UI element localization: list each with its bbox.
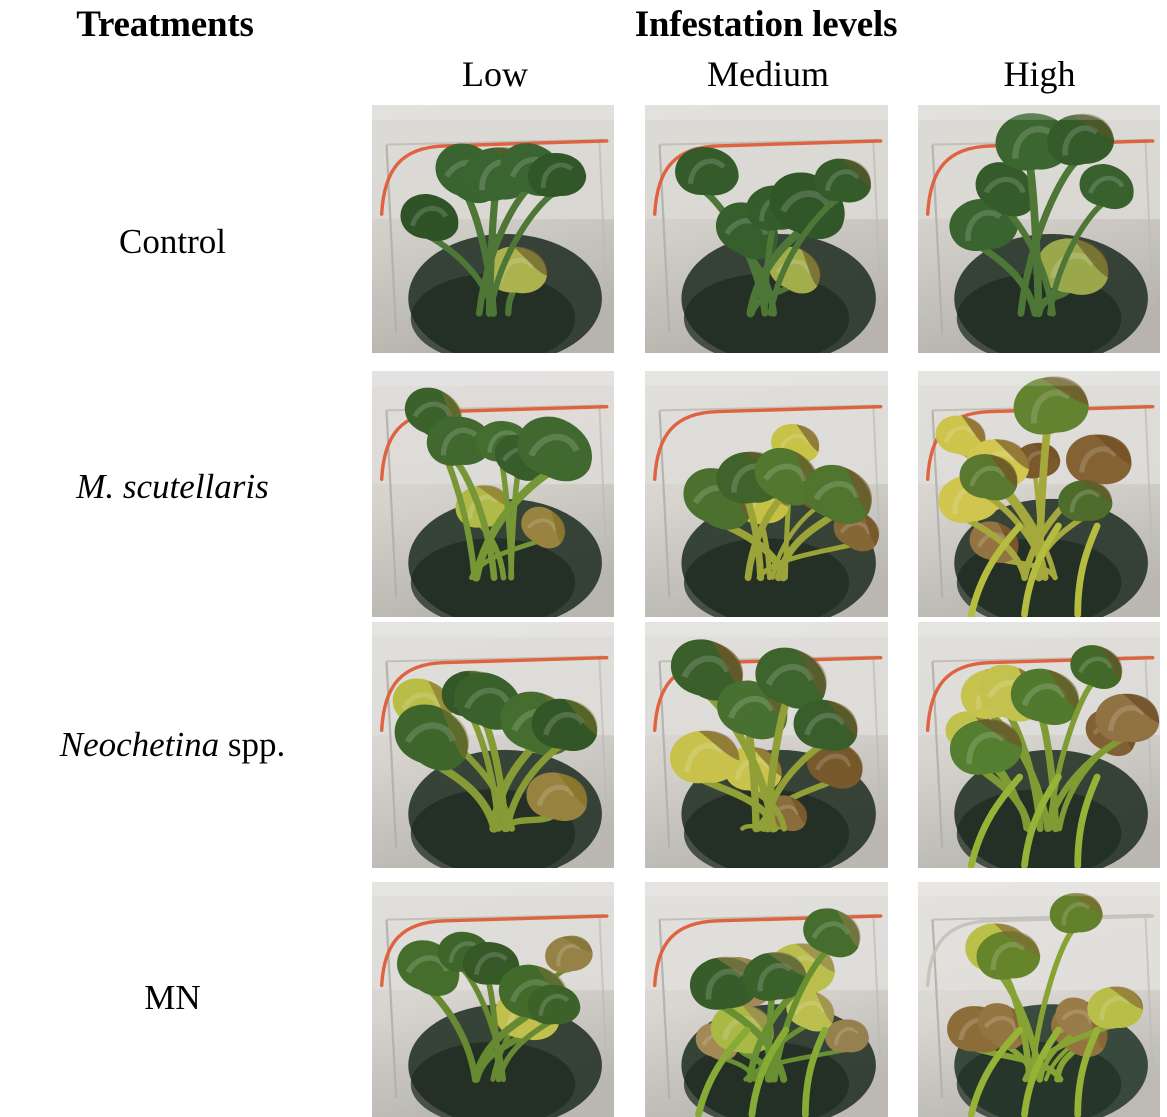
photo-cell-mn-medium xyxy=(645,882,888,1117)
column-header-medium: Medium xyxy=(707,54,829,94)
row-label-mn-text: MN xyxy=(144,978,201,1017)
photo-cell-m_scut-high xyxy=(918,371,1160,617)
column-header-high: High xyxy=(1003,54,1076,94)
photo-cell-control-medium xyxy=(645,105,888,353)
photo-cell-neochetina-medium xyxy=(645,622,888,868)
infestation-levels-header: Infestation levels xyxy=(634,4,898,45)
photo-cell-m_scut-low xyxy=(372,371,614,617)
row-label-neochetina-spp-suffix: spp. xyxy=(219,725,286,764)
row-label-neochetina-genus: Neochetina xyxy=(59,725,220,764)
row-label-neochetina-spp: Neochetina spp. xyxy=(0,725,345,764)
photo-cell-control-high xyxy=(918,105,1160,353)
row-label-m-scutellaris: M. scutellaris xyxy=(0,467,345,506)
row-label-control-text: Control xyxy=(119,222,226,261)
photo-cell-mn-low xyxy=(372,882,614,1117)
column-header-low: Low xyxy=(462,54,528,94)
row-label-control: Control xyxy=(0,222,345,261)
photo-cell-neochetina-low xyxy=(372,622,614,868)
photo-cell-neochetina-high xyxy=(918,622,1160,868)
treatments-header: Treatments xyxy=(76,4,254,45)
photo-cell-m_scut-medium xyxy=(645,371,888,617)
row-label-m-scutellaris-text: M. scutellaris xyxy=(76,467,269,506)
photo-cell-mn-high xyxy=(918,882,1160,1117)
photo-cell-control-low xyxy=(372,105,614,353)
row-label-mn: MN xyxy=(0,978,345,1017)
